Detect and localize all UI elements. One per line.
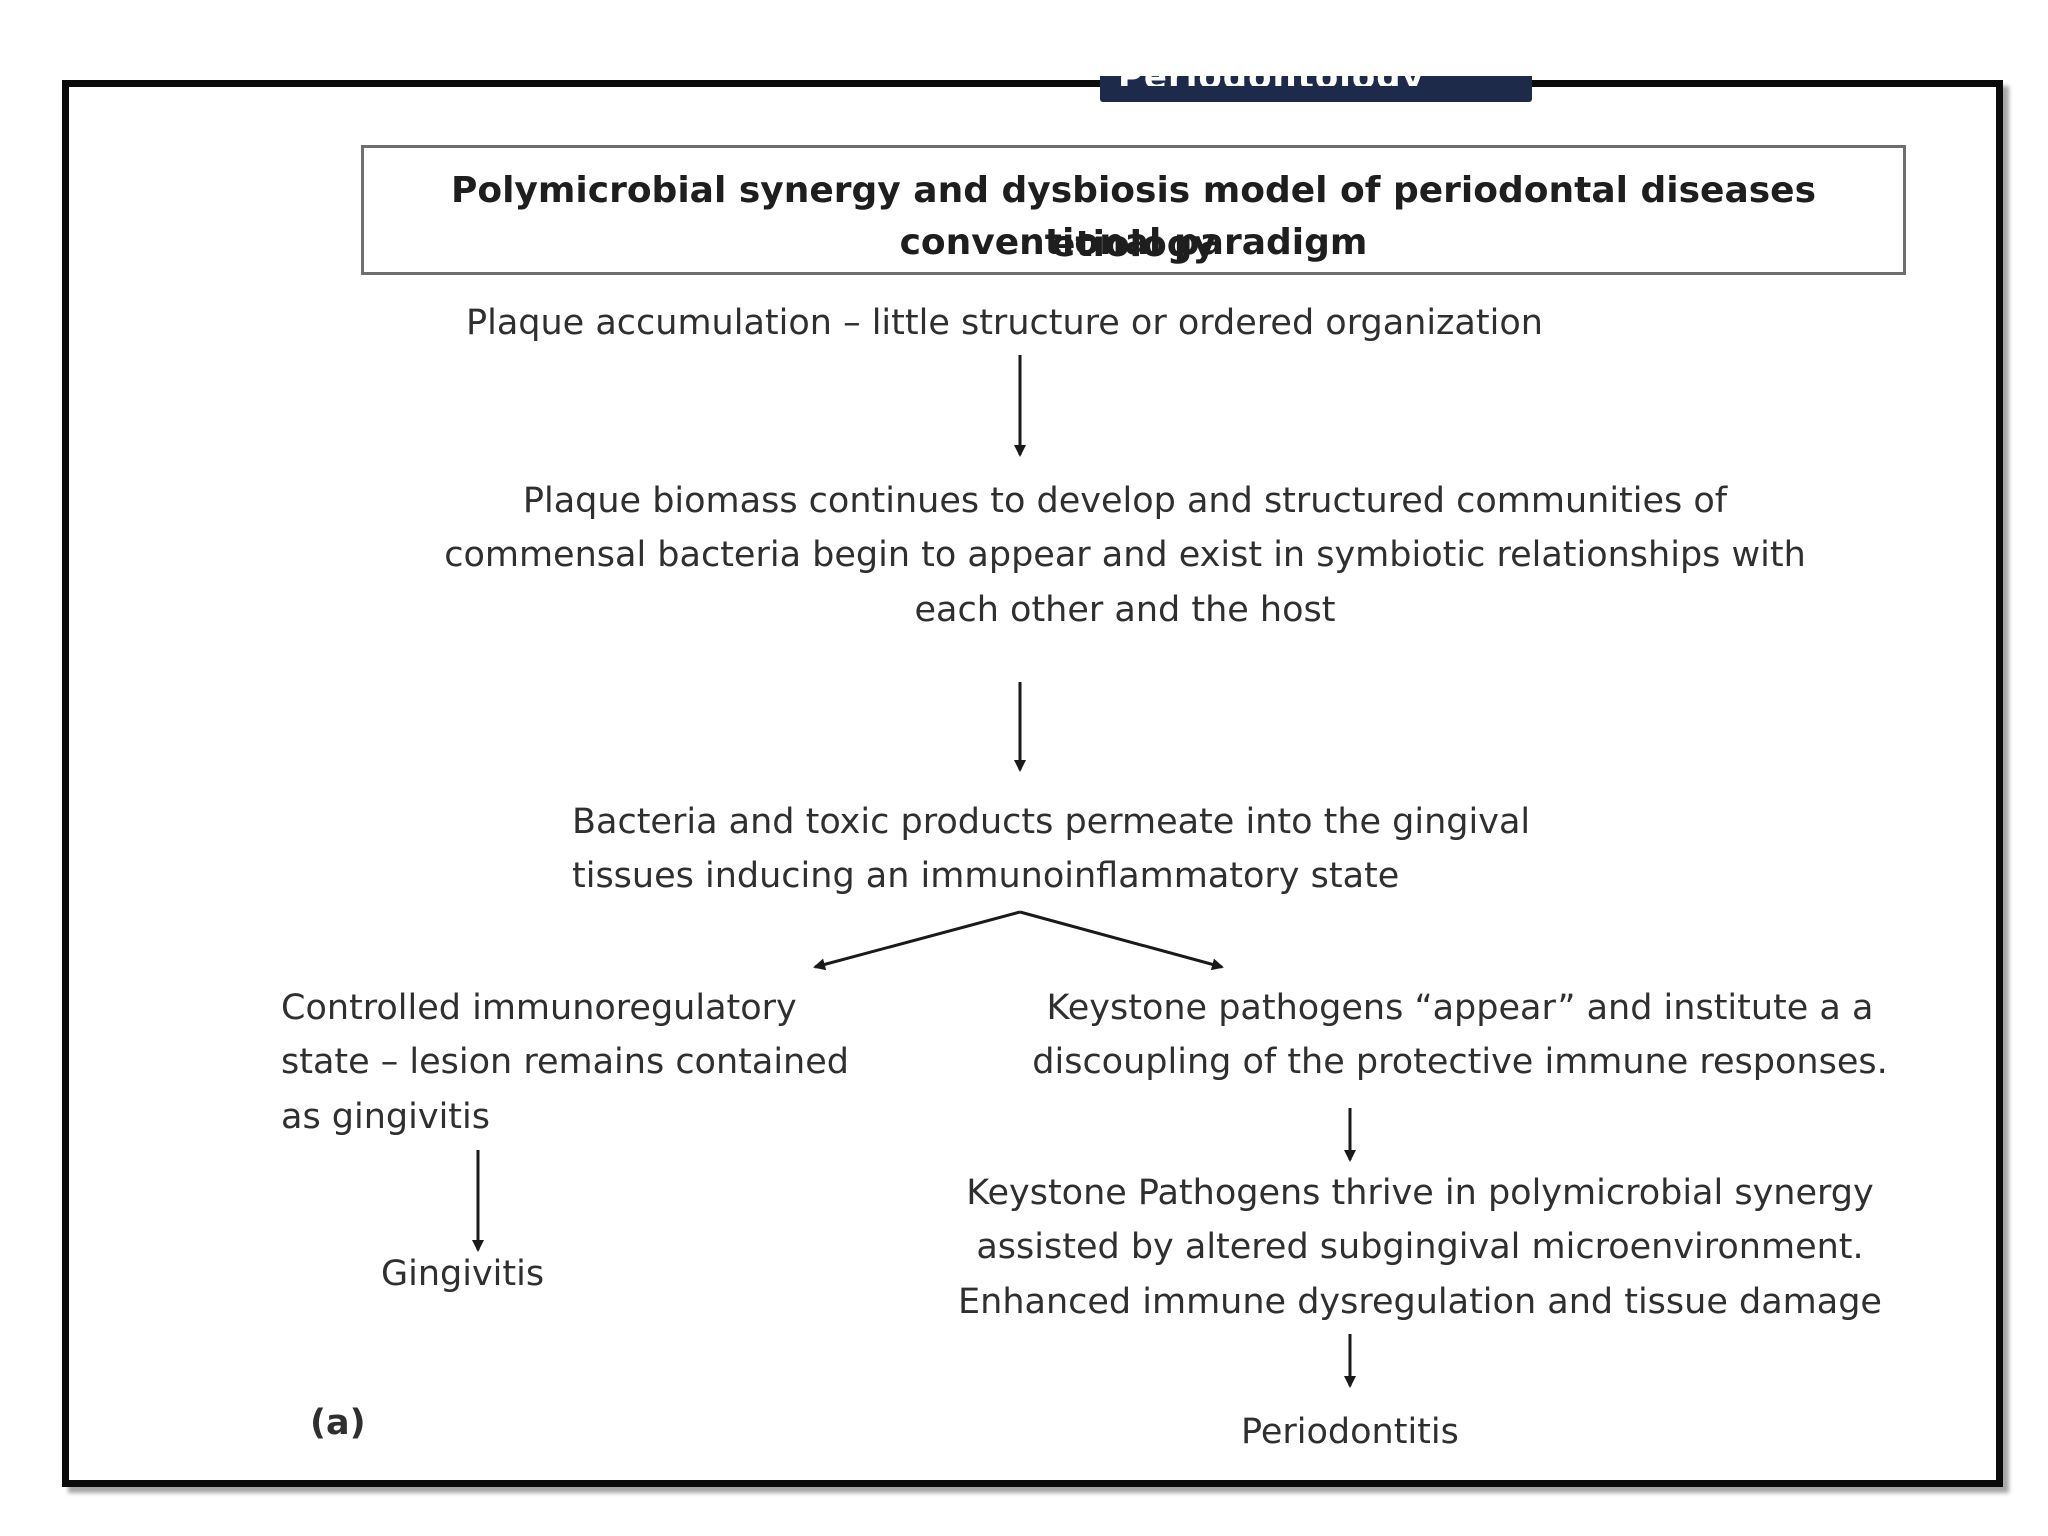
node-plaque-accumulation: Plaque accumulation – little structure o… bbox=[466, 303, 1543, 343]
figure-frame bbox=[62, 80, 2003, 1487]
node-keystone-thrive-line-3: Enhanced immune dysregulation and tissue… bbox=[958, 1282, 1882, 1322]
title-line-1: Polymicrobial synergy and dysbiosis mode… bbox=[450, 170, 1817, 265]
node-plaque-biomass-line-2: commensal bacteria begin to appear and e… bbox=[444, 535, 1806, 575]
arrow-split-right bbox=[1019, 910, 1224, 971]
node-keystone-appear-line-2: discoupling of the protective immune res… bbox=[1032, 1042, 1888, 1082]
title-box: Polymicrobial synergy and dysbiosis mode… bbox=[361, 145, 1906, 275]
panel-label: (a) bbox=[310, 1403, 366, 1443]
node-keystone-thrive-line-2: assisted by altered subgingival microenv… bbox=[976, 1227, 1864, 1267]
node-plaque-biomass-line-1: Plaque biomass continues to develop and … bbox=[522, 481, 1728, 521]
node-controlled-state-line-2: state – lesion remains contained bbox=[281, 1042, 849, 1082]
node-bacteria-permeate-line-2: tissues inducing an immunoinflammatory s… bbox=[572, 856, 1400, 896]
node-gingivitis: Gingivitis bbox=[381, 1254, 545, 1294]
title-line-2: conventional paradigm bbox=[899, 222, 1368, 263]
node-keystone-appear-line-1: Keystone pathogens “appear” and institut… bbox=[1046, 988, 1874, 1028]
node-controlled-state-line-3: as gingivitis bbox=[281, 1097, 490, 1137]
node-bacteria-permeate-line-1: Bacteria and toxic products permeate int… bbox=[572, 802, 1531, 842]
header-banner-text: Periodontology bbox=[1118, 60, 1425, 86]
node-controlled-state-line-1: Controlled immunoregulatory bbox=[281, 988, 797, 1028]
header-banner: Periodontology bbox=[1100, 60, 1532, 102]
node-plaque-biomass-line-3: each other and the host bbox=[914, 590, 1336, 630]
node-keystone-thrive-line-1: Keystone Pathogens thrive in polymicrobi… bbox=[966, 1173, 1874, 1213]
arrow-split-left bbox=[813, 910, 1021, 971]
node-periodontitis: Periodontitis bbox=[1241, 1412, 1459, 1452]
